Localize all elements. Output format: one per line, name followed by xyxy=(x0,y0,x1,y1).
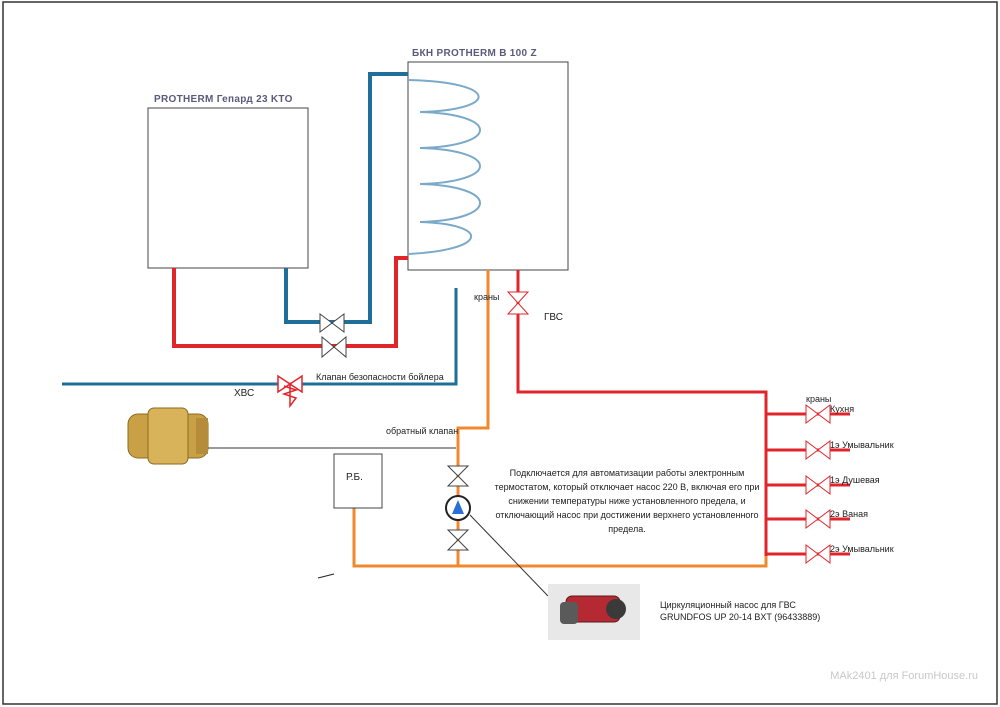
label-safety-valve: Клапан безопасности бойлера xyxy=(316,372,444,382)
pump-pointer xyxy=(469,514,549,597)
valve-primary-hot[interactable] xyxy=(321,335,347,359)
outlet-label: 1э Умывальник xyxy=(830,440,894,450)
outlet-label: 2э Умывальник xyxy=(830,544,894,554)
stray-mark xyxy=(317,573,335,579)
valve-basin-2[interactable] xyxy=(805,544,831,564)
label-expansion-tank: Р.Б. xyxy=(346,472,363,483)
outlet-label: 2э Ваная xyxy=(830,509,868,519)
heat-exchanger-coil xyxy=(407,79,481,255)
brass-check-valve-icon xyxy=(127,407,209,465)
tank-title: БКН PROTHERM B 100 Z xyxy=(412,48,537,59)
circulation-pump-icon[interactable] xyxy=(445,495,471,521)
pipe-recirculation xyxy=(352,270,490,568)
pipe-primary-hot xyxy=(172,256,408,348)
valve-basin-1[interactable] xyxy=(805,440,831,460)
outlet-label: Кухня xyxy=(830,404,855,414)
tank-box xyxy=(407,61,569,271)
label-valves-right: краны xyxy=(806,394,832,404)
valve-bath-2[interactable] xyxy=(805,509,831,529)
boiler-box xyxy=(147,107,309,269)
pipe-cold-water xyxy=(62,288,458,386)
pipe-hot-distribution xyxy=(516,270,768,556)
valve-kitchen[interactable] xyxy=(805,404,831,424)
pump-photo-icon xyxy=(548,584,640,640)
valve-hot-outlet[interactable] xyxy=(506,291,530,315)
safety-valve-icon[interactable] xyxy=(277,374,303,409)
pump-caption-line2: GRUNDFOS UP 20-14 BXT (96433889) xyxy=(660,612,821,622)
pipe-primary-cold xyxy=(284,72,408,324)
label-check-valve: обратный клапан xyxy=(386,426,459,436)
pump-control-description: Подключается для автоматизации работы эл… xyxy=(494,468,760,534)
label-hvs: ХВС xyxy=(234,388,255,399)
valve-pump-upper[interactable] xyxy=(446,465,470,487)
watermark: MAk2401 для ForumHouse.ru xyxy=(830,670,978,682)
label-gvs: ГВС xyxy=(544,312,563,323)
valve-shower-1[interactable] xyxy=(805,475,831,495)
expansion-tank xyxy=(333,453,383,509)
valve-primary-cold[interactable] xyxy=(319,313,345,333)
boiler-title: PROTHERM Гепард 23 KTO xyxy=(154,94,293,105)
valve-pump-lower[interactable] xyxy=(446,529,470,551)
pump-caption-line1: Циркуляционный насос для ГВС xyxy=(660,600,796,610)
outlet-label: 1э Душевая xyxy=(830,475,880,485)
label-valves-top: краны xyxy=(474,292,500,302)
